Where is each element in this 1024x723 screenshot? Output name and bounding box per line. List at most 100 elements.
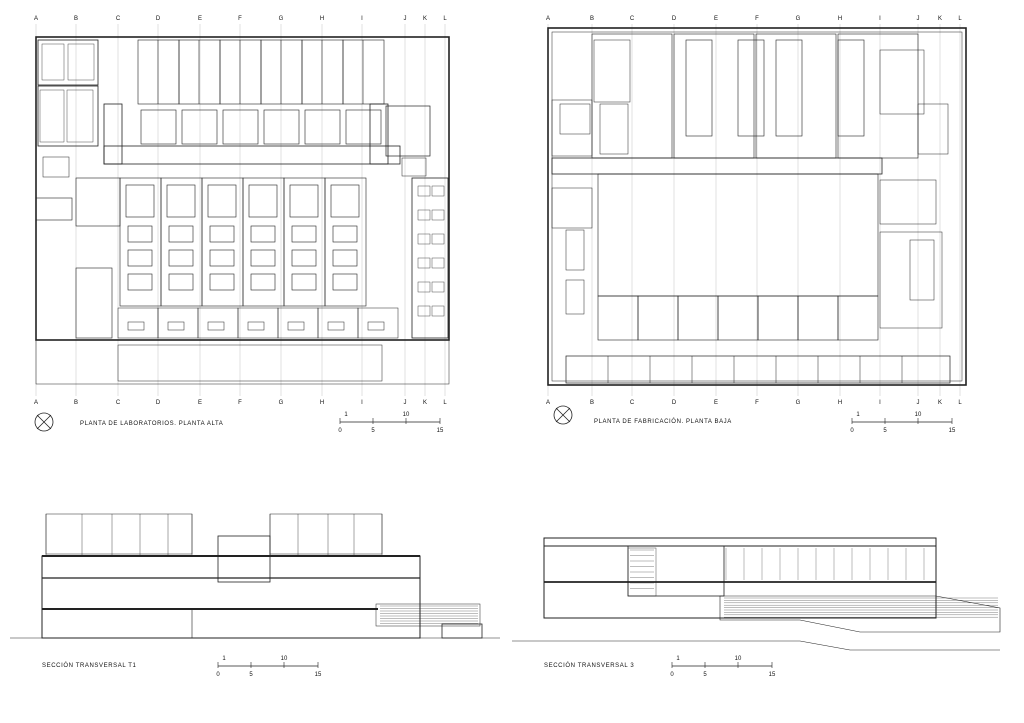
office [197,307,239,339]
axis-label-h: H [838,16,842,22]
hatched-wall [627,547,657,597]
production-bay [677,295,719,341]
lab-table [127,249,153,267]
desk [417,305,431,317]
desk [287,321,305,331]
plan-ground-title: PLANTA DE FABRICACIÓN. PLANTA BAJA [594,418,732,425]
laboratory-bays-south [119,177,367,307]
room-left-1 [37,39,99,86]
axis-label-i: I [879,400,881,406]
office [277,307,319,339]
north-arrow [553,405,573,425]
lab-table [291,273,317,291]
stair-east [401,157,427,177]
desk [417,257,431,269]
link-bridge [217,535,271,583]
scale-label: 15 [949,428,956,434]
lab-bay [342,39,385,105]
offices-south [117,307,399,339]
lab-bench [181,109,218,145]
roof-slab [543,537,937,547]
equipment-cell [737,39,765,137]
axis-label-f: F [755,400,759,406]
production-bay [797,295,839,341]
production-bay [757,295,799,341]
production-bays-south [597,295,879,341]
lab-bench [330,184,360,218]
axis-label-k: K [938,400,942,406]
scale-label: 5 [249,672,253,678]
lab-table [127,225,153,243]
desk [367,321,385,331]
room [879,231,943,329]
room-west-large [75,267,113,339]
service-strip-south [565,355,951,384]
patio-outline [117,344,383,382]
axis-label-c: C [630,16,635,22]
building-outline [547,27,967,386]
lab-table [168,225,194,243]
wet-core [385,105,431,157]
desk [327,321,345,331]
production-bay [637,295,679,341]
axis-label-e: E [714,16,718,22]
equipment-cell [775,39,803,137]
lab-bench [248,184,278,218]
axis-label-a: A [34,400,38,406]
changing-rooms-west [551,39,631,229]
lab-bay [137,39,180,105]
room [917,103,949,155]
basement [441,623,483,639]
axis-label-h: H [320,16,324,22]
office [237,307,279,339]
room-west-upper [75,177,121,227]
lab-table [250,249,276,267]
office [117,307,159,339]
desk [127,321,145,331]
axis-label-b: B [590,400,594,406]
axis-label-j: J [917,400,920,406]
scale-label: 15 [315,672,322,678]
room-left-5 [41,43,65,81]
scale-label: 15 [769,672,776,678]
ramp [719,595,1001,633]
desk [431,233,445,245]
stair-left [42,156,70,178]
desk [417,209,431,221]
lab-table [291,249,317,267]
production-hall [837,33,919,159]
section-body [41,555,421,639]
lab-table [168,273,194,291]
desk [417,233,431,245]
axis-label-g: G [796,16,801,22]
ramp-hatching [380,605,478,624]
scale-label: 10 [403,412,410,418]
service-box [35,197,73,221]
axis-label-e: E [198,16,202,22]
ramp-block [375,603,481,627]
office [357,307,399,339]
lab-bay [301,39,344,105]
axis-label-l: L [958,400,962,406]
lab-bench [166,184,196,218]
lab-table [209,225,235,243]
production-bay [717,295,759,341]
scale-label: 5 [883,428,887,434]
desk [431,185,445,197]
lab-bay [324,177,367,307]
lab-bay [178,39,221,105]
service-strip-divisions [607,356,903,383]
axis-label-k: K [423,16,427,22]
changing-rooms-east [879,49,949,329]
room-left-3 [39,89,65,143]
lab-table [291,225,317,243]
terrace-outline [35,339,450,385]
scale-label: 5 [703,672,707,678]
lab-table [168,249,194,267]
axis-label-i: I [361,400,363,406]
